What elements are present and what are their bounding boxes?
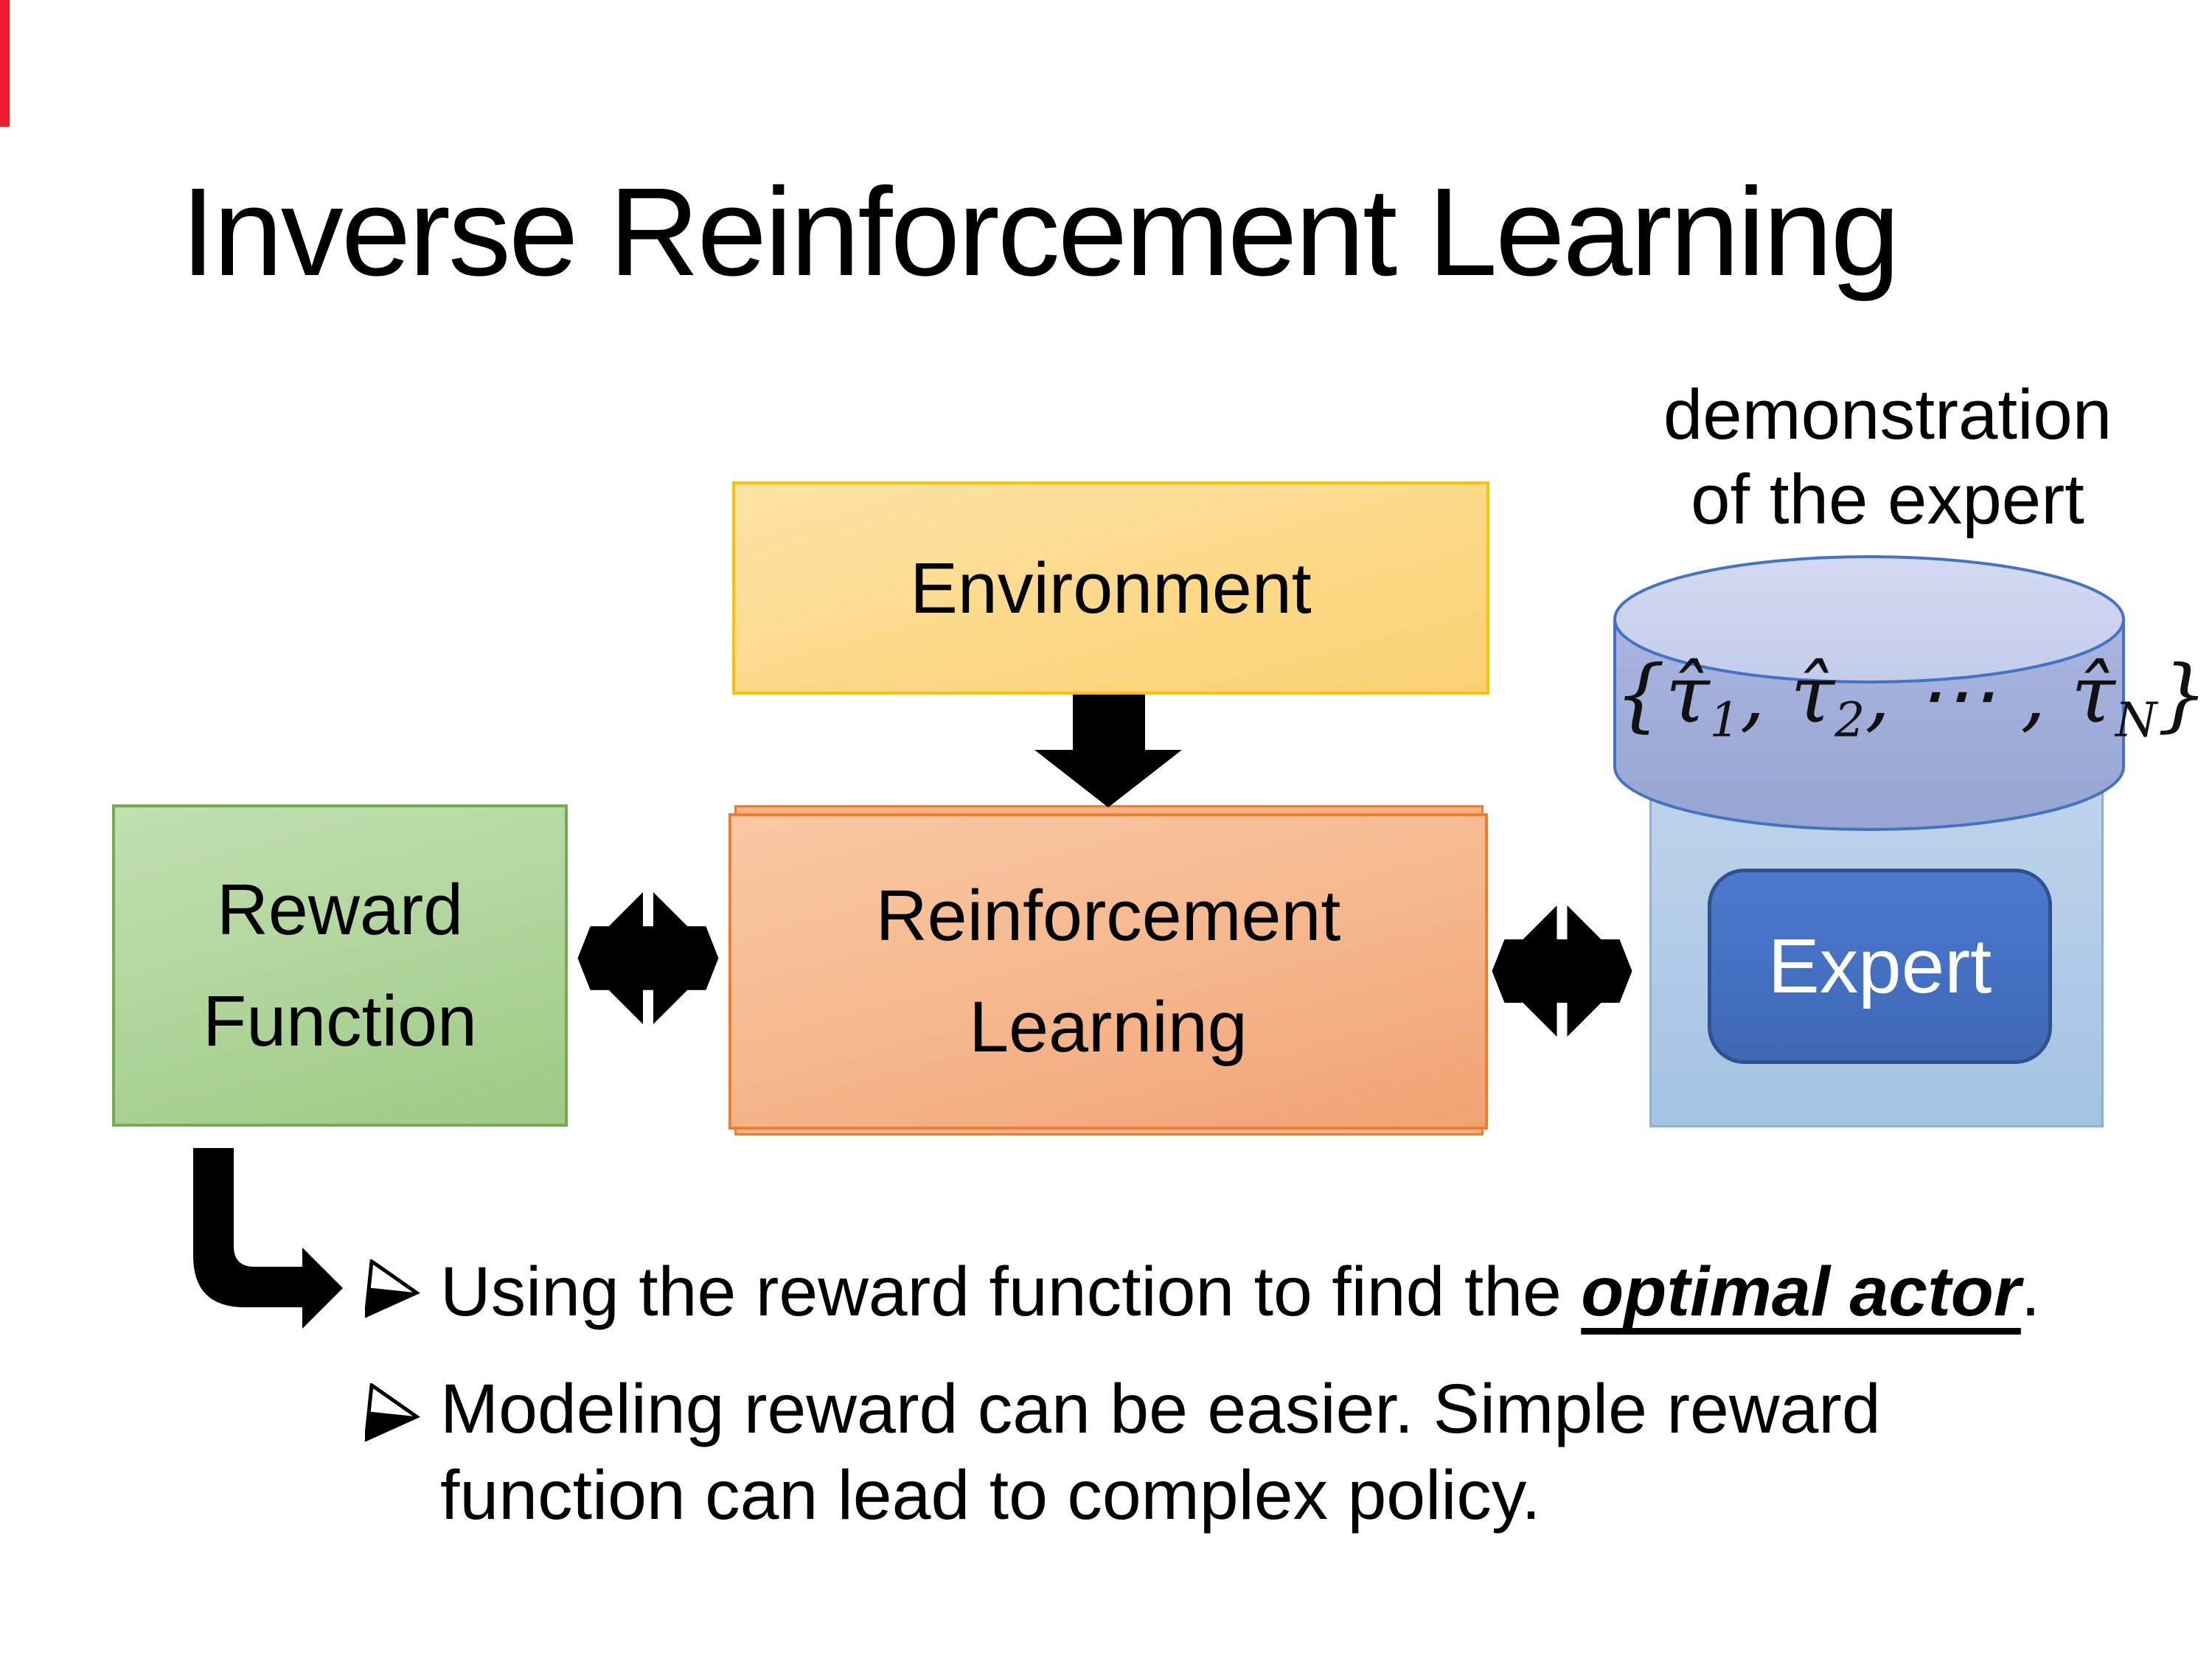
- bullet-item-2: Modeling reward can be easier. Simple re…: [440, 1370, 1881, 1534]
- optimal-actor-emphasis: optimal actor: [1581, 1253, 2021, 1331]
- demonstration-label: demonstration of the expert: [1585, 372, 2190, 542]
- bent-arrow-icon: [193, 1148, 343, 1329]
- environment-box: Environment: [732, 481, 1489, 695]
- demonstration-label-line1: demonstration: [1663, 375, 2112, 454]
- arrow-bullet-icon: [365, 1383, 420, 1443]
- environment-label: Environment: [910, 547, 1312, 628]
- arrow-bullet-icon: [365, 1259, 420, 1319]
- bullet-item-1: Using the reward function to find the op…: [440, 1253, 2041, 1331]
- expert-box: Expert: [1708, 869, 2052, 1064]
- double-arrow-icon-left: [577, 892, 719, 1024]
- trajectory-set-formula: {τ̂1, τ̂2, ⋯ , τ̂N}: [1615, 649, 2208, 748]
- reinforcement-learning-label: Reinforcement Learning: [875, 875, 1341, 1067]
- down-arrow-icon: [1034, 695, 1182, 807]
- slide-edge-mark: [0, 0, 10, 127]
- demonstration-label-line2: of the expert: [1691, 460, 2084, 539]
- database-cylinder-icon: [1613, 555, 2125, 831]
- expert-label: Expert: [1767, 922, 1992, 1009]
- double-arrow-icon-right: [1492, 905, 1632, 1037]
- page-title: Inverse Reinforcement Learning: [181, 162, 1900, 302]
- reward-function-box: Reward Function: [112, 804, 568, 1127]
- reinforcement-learning-box: Reinforcement Learning: [728, 813, 1488, 1130]
- reward-function-label: Reward Function: [202, 869, 478, 1061]
